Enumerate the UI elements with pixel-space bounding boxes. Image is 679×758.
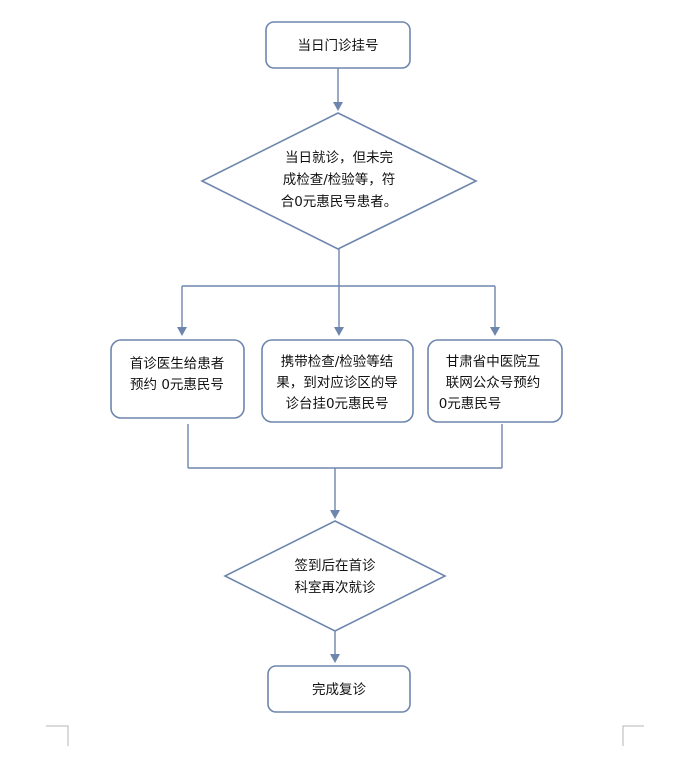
option-3-line-1: 甘肃省中医院互 bbox=[446, 354, 541, 370]
start-node: 当日门诊挂号 bbox=[265, 21, 411, 69]
option-2-line-3: 诊台挂0元惠民号 bbox=[285, 396, 388, 412]
end-label: 完成复诊 bbox=[312, 681, 366, 698]
arrowhead-to-checkin bbox=[330, 510, 340, 519]
option-1-line-1: 首诊医生给患者 bbox=[130, 356, 225, 372]
arrowhead-to-option-2 bbox=[334, 327, 344, 336]
option-1-box bbox=[110, 339, 245, 419]
option-1-line-2: 预约 0元惠民号 bbox=[130, 377, 224, 393]
start-label: 当日门诊挂号 bbox=[298, 38, 379, 54]
option-guide-desk: 携带检查/检验等结 果，到对应诊区的导 诊台挂0元惠民号 bbox=[261, 339, 414, 423]
condition-line-2: 成检查/检验等，符 bbox=[283, 171, 396, 188]
start-box bbox=[265, 21, 411, 69]
arrowhead-to-end bbox=[330, 654, 340, 663]
option-2-box bbox=[261, 339, 414, 423]
crop-mark-bottom-left bbox=[46, 725, 69, 746]
option-2-line-1: 携带检查/检验等结 bbox=[281, 353, 394, 370]
condition-line-3: 合0元惠民号患者。 bbox=[281, 194, 398, 210]
arrowhead-to-option-3 bbox=[490, 327, 500, 336]
condition-diamond bbox=[200, 112, 478, 250]
end-node: 完成复诊 bbox=[267, 665, 411, 713]
option-doctor-booking: 首诊医生给患者 预约 0元惠民号 bbox=[110, 339, 245, 419]
condition-line-1: 当日就诊，但未完 bbox=[285, 150, 393, 166]
checkin-line-2: 科室再次就诊 bbox=[295, 579, 376, 596]
option-3-box bbox=[427, 339, 563, 423]
arrowhead-to-condition bbox=[333, 102, 343, 111]
arrowhead-to-option-1 bbox=[177, 327, 187, 336]
option-3-line-2: 联网公众号预约 bbox=[446, 375, 541, 391]
page-crop-marks bbox=[46, 725, 644, 746]
checkin-line-1: 签到后在首诊 bbox=[295, 557, 376, 574]
connectors bbox=[181, 68, 503, 656]
arrowheads bbox=[177, 102, 500, 663]
crop-mark-bottom-right bbox=[622, 725, 644, 746]
checkin-diamond bbox=[223, 520, 447, 632]
condition-node: 当日就诊，但未完 成检查/检验等，符 合0元惠民号患者。 bbox=[200, 112, 478, 250]
end-box bbox=[267, 665, 411, 713]
checkin-node: 签到后在首诊 科室再次就诊 bbox=[223, 520, 447, 632]
option-2-line-2: 果，到对应诊区的导 bbox=[276, 374, 398, 391]
option-wechat-booking: 甘肃省中医院互 联网公众号预约 0元惠民号 bbox=[427, 339, 563, 423]
option-3-line-3: 0元惠民号 bbox=[439, 396, 502, 412]
